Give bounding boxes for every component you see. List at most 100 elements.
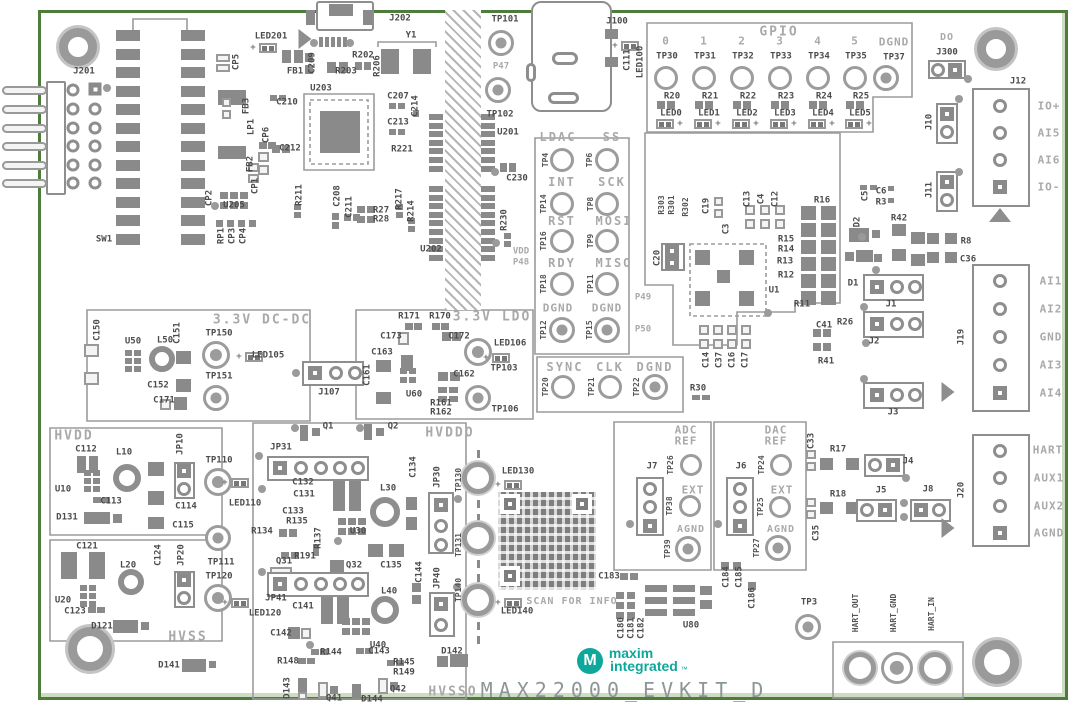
- silkscreen-label-led106: LED106: [493, 338, 527, 349]
- silkscreen-label-gpio: GPIO: [759, 24, 799, 40]
- smd-pad: [429, 194, 443, 201]
- smd-pad: [378, 678, 388, 694]
- testpoint-TP140: [462, 584, 494, 616]
- silkscreen-label-fb1: FB1: [286, 66, 304, 77]
- smd-pad: [89, 601, 96, 607]
- led-footprint: [656, 119, 674, 129]
- smd-pad: [813, 343, 821, 351]
- smd-pad: [93, 497, 101, 503]
- header-J2-pin: [908, 317, 922, 331]
- silkscreen-label-clk: CLK: [596, 360, 624, 374]
- header-J20-pin: [993, 444, 1007, 458]
- smd-pad: [355, 62, 362, 70]
- silkscreen-label-r134: R134: [251, 526, 273, 537]
- testpoint-TP111: [205, 525, 231, 551]
- silkscreen-label-c180: C180: [616, 617, 627, 639]
- smd-pad: [438, 372, 448, 381]
- smd-pad: [441, 323, 449, 330]
- testpoint-TP3: [795, 614, 821, 640]
- led-polarity-mark: +: [791, 119, 797, 129]
- silkscreen-label-agnd: AGND: [766, 524, 796, 535]
- smd-pad: [699, 339, 709, 349]
- smd-pad: [279, 529, 287, 537]
- section-outline: [646, 22, 913, 133]
- smd-pad: [713, 325, 723, 335]
- silkscreen-label-vdd: VDD: [512, 246, 530, 257]
- smd-pad: [240, 202, 248, 209]
- smd-pad: [181, 30, 205, 41]
- silkscreen-label-ref: REF: [764, 434, 788, 448]
- silkscreen-label-rst: RST: [548, 214, 576, 228]
- smd-pad: [288, 627, 300, 639]
- silkscreen-label-led130: LED130: [501, 466, 535, 477]
- smd-pad: [320, 111, 360, 153]
- led-polarity-mark: +: [250, 43, 256, 53]
- smd-pad: [352, 684, 361, 698]
- smd-pad: [692, 395, 700, 400]
- silkscreen-label-adc: ADC: [674, 423, 698, 437]
- silkscreen-label-r162: R162: [430, 407, 452, 418]
- silkscreen-label-c113: C113: [100, 496, 122, 507]
- smd-pad: [181, 159, 205, 171]
- testpoint-TP6: [595, 148, 619, 172]
- header-J1-pin: [908, 280, 922, 294]
- testpoint-TP8: [595, 192, 619, 216]
- smd-pad: [477, 450, 480, 458]
- smd-pad: [401, 355, 413, 371]
- smd-pad: [437, 656, 448, 667]
- silkscreen-label-c124: C124: [153, 544, 164, 566]
- silkscreen-label-l50: L50: [156, 335, 174, 346]
- smd-pad: [771, 101, 779, 109]
- silkscreen-label-ai6: AI6: [1037, 153, 1061, 167]
- smd-pad: [775, 219, 785, 229]
- j201-pad: [66, 121, 80, 135]
- smd-pad: [362, 618, 370, 625]
- testpoint-TP34: [806, 66, 830, 90]
- smd-pad: [801, 206, 816, 220]
- smd-pad: [116, 67, 140, 78]
- via: [255, 452, 263, 460]
- silkscreen-label-tp9: TP9: [586, 233, 595, 249]
- smd-pad: [337, 594, 349, 624]
- silkscreen-label-c186: C186: [747, 587, 758, 609]
- silkscreen-label-tp12: TP12: [539, 320, 548, 340]
- smd-pad: [700, 600, 712, 609]
- header-C20-pin: [665, 256, 679, 270]
- smd-pad: [222, 110, 231, 119]
- smd-pad: [481, 237, 495, 244]
- silkscreen-label-c20: C20: [652, 249, 663, 267]
- silkscreen-label-j2: J2: [868, 336, 880, 347]
- qr-finder-pattern: [500, 494, 520, 514]
- silkscreen-label-tp14: TP14: [539, 194, 548, 214]
- smd-pad: [745, 219, 755, 229]
- silkscreen-label-c4: C4: [756, 193, 767, 205]
- smd-pad: [282, 145, 290, 153]
- testpoint-TP27: [765, 535, 791, 561]
- header-J12-pin: [993, 180, 1007, 194]
- smd-pad: [846, 101, 854, 109]
- smd-pad: [667, 101, 675, 109]
- smd-pad: [429, 211, 443, 218]
- via: [858, 233, 866, 241]
- silkscreen-label-tp140: TP140: [454, 577, 463, 603]
- silkscreen-label-io+: IO+: [1037, 99, 1061, 113]
- smd-pad: [332, 222, 339, 229]
- led-footprint: [504, 480, 522, 490]
- smd-pad: [294, 204, 301, 210]
- silkscreen-label-led140: LED140: [500, 606, 534, 617]
- silkscreen-label-dac: DAC: [764, 423, 788, 437]
- pin1-triangle-marker: [941, 382, 955, 402]
- silkscreen-label-scanforinfo: SCAN FOR INFO: [526, 596, 618, 607]
- smd-pad: [84, 344, 99, 357]
- connector-body: [46, 81, 66, 195]
- header-JP41-pin: [273, 577, 287, 591]
- silkscreen-label-tp38: TP38: [665, 496, 674, 516]
- maxim-logo-icon: M: [577, 648, 603, 674]
- smd-pad: [357, 216, 365, 223]
- silkscreen-label-miso: MISO: [595, 256, 633, 270]
- silkscreen-label-l40: L40: [380, 586, 398, 597]
- silkscreen-label-tp8: TP8: [586, 196, 595, 212]
- smd-pad: [481, 211, 495, 218]
- silkscreen-label-hart_in: HART_IN: [927, 597, 936, 631]
- silkscreen-label-p48: P48: [512, 257, 530, 268]
